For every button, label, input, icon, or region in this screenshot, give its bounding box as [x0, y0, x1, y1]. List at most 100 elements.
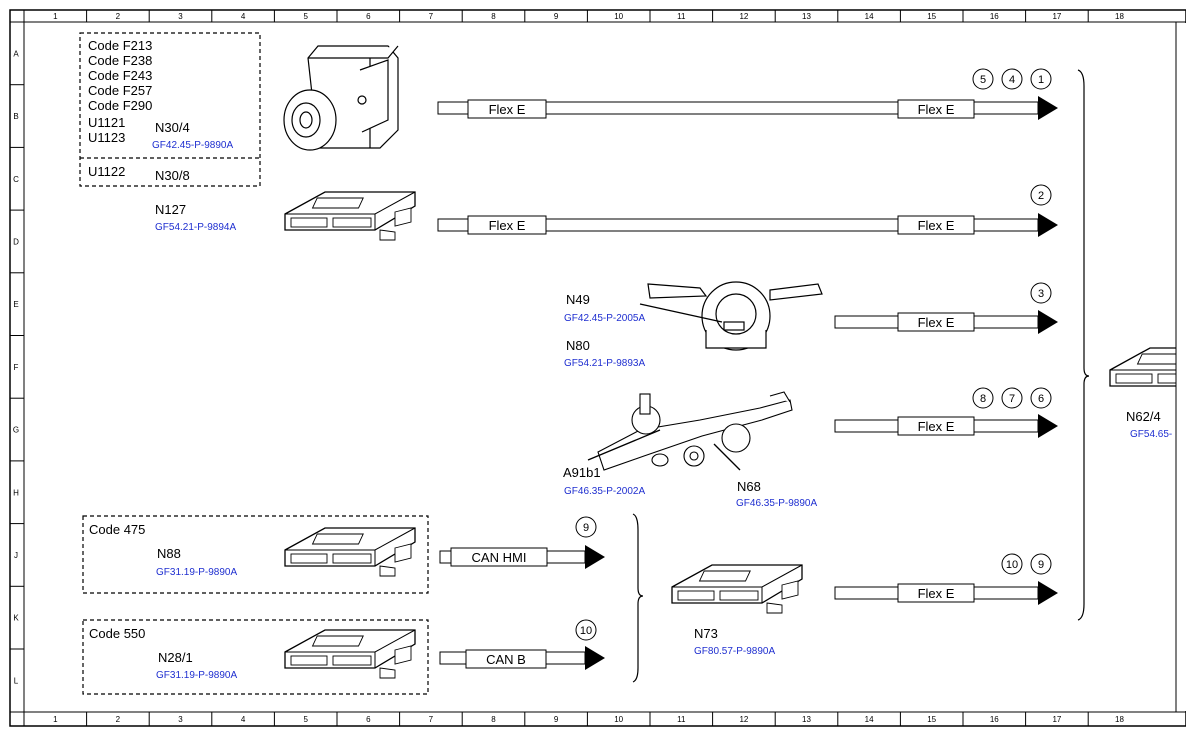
- grid-column-label: 1: [53, 12, 58, 21]
- a91b1-label: A91b1: [563, 465, 601, 480]
- bracket: [632, 513, 644, 683]
- grid-column-label: 15: [927, 12, 936, 21]
- n88-ref-link[interactable]: GF31.19-P-9890A: [156, 567, 237, 578]
- u1123-label: U1123: [88, 130, 125, 145]
- marker-circle: [575, 516, 597, 538]
- n80-label: N80: [566, 338, 590, 353]
- steering-gear-image: [597, 391, 793, 471]
- grid-row-label: J: [14, 551, 18, 560]
- marker-circle: [1030, 68, 1052, 90]
- marker-number: 7: [1009, 393, 1015, 405]
- code-550-label: Code 550: [89, 626, 145, 641]
- grid-column-label: 6: [366, 715, 371, 724]
- grid-column-label: 5: [303, 12, 308, 21]
- n28-1-label: N28/1: [158, 650, 193, 665]
- marker-circle: [972, 387, 994, 409]
- grid-column-label: 16: [990, 12, 999, 21]
- grid-column-label: 12: [739, 12, 748, 21]
- grid-column-label: 3: [178, 12, 183, 21]
- marker-number: 9: [1038, 559, 1044, 571]
- grid-column-label: 7: [429, 12, 434, 21]
- marker-number: 2: [1038, 190, 1044, 202]
- n49-label: N49: [566, 292, 590, 307]
- marker-number: 3: [1038, 288, 1044, 300]
- n62-4-ecu-image: [1109, 347, 1186, 397]
- n68-label: N68: [737, 479, 761, 494]
- n28-1-ecu-image: [284, 629, 416, 679]
- n68-ref-link[interactable]: GF46.35-P-9890A: [736, 498, 817, 509]
- u1121-label: U1121: [88, 115, 125, 130]
- grid-column-label: 7: [429, 715, 434, 724]
- flex-e-connection-3: Flex E: [834, 310, 1058, 334]
- code-f213: Code F213: [88, 38, 152, 53]
- can-b-connection: CAN B: [439, 646, 605, 670]
- marker-circle: [972, 68, 994, 90]
- grid-column-label: 18: [1115, 12, 1124, 21]
- a91b1-ref-link[interactable]: GF46.35-P-2002A: [564, 486, 645, 497]
- grid-row-label: K: [13, 614, 19, 623]
- marker-circle: [1030, 282, 1052, 304]
- grid-column-label: 2: [116, 12, 121, 21]
- flex-e-connection-4: Flex E: [834, 414, 1058, 438]
- flex-e-label: Flex E: [489, 218, 526, 233]
- flex-e-connection-5: Flex E: [834, 581, 1058, 605]
- steering-column-switch-image: [647, 281, 823, 351]
- grid-column-label: 15: [927, 715, 936, 724]
- grid-column-label: 9: [554, 715, 559, 724]
- code-f238: Code F238: [88, 53, 152, 68]
- grid-ticks: [10, 10, 1089, 726]
- n30-4-label: N30/4: [155, 120, 190, 135]
- flex-e-label: Flex E: [489, 102, 526, 117]
- n73-ecu-image: [671, 564, 803, 614]
- grid-column-label: 2: [116, 715, 121, 724]
- grid-column-labels: 1122334455667788991010111112121313141415…: [53, 12, 1124, 724]
- n62-4-ref-link[interactable]: GF54.65-: [1130, 429, 1172, 440]
- grid-column-label: 3: [178, 715, 183, 724]
- marker-number: 8: [980, 393, 986, 405]
- marker-number: 10: [1006, 559, 1018, 571]
- marker-number: 5: [980, 74, 986, 86]
- n127-label: N127: [155, 202, 186, 217]
- grid-column-label: 14: [865, 12, 874, 21]
- abs-unit-image: [283, 45, 399, 151]
- can-b-label: CAN B: [486, 652, 526, 667]
- grid-row-label: F: [14, 363, 19, 372]
- flex-e-label: Flex E: [918, 218, 955, 233]
- grid-column-label: 10: [614, 715, 623, 724]
- grid-column-label: 18: [1115, 715, 1124, 724]
- marker-number: 4: [1009, 74, 1015, 86]
- code-550-box: [82, 619, 429, 695]
- marker-circle: [1001, 387, 1023, 409]
- code-475-box: [82, 515, 429, 594]
- code-f290: Code F290: [88, 98, 152, 113]
- marker-circle: [1030, 553, 1052, 575]
- grid-column-label: 8: [491, 12, 496, 21]
- grid-row-label: H: [13, 488, 19, 497]
- code-group-box: [79, 32, 261, 187]
- code-475-label: Code 475: [89, 522, 145, 537]
- flex-e-label: Flex E: [918, 102, 955, 117]
- marker-circle: [1030, 184, 1052, 206]
- flex-e-connection-2: Flex E Flex E: [437, 213, 1058, 237]
- n73-ref-link[interactable]: GF80.57-P-9890A: [694, 646, 775, 657]
- n80-ref-link[interactable]: GF54.21-P-9893A: [564, 358, 645, 369]
- flex-e-label: Flex E: [918, 419, 955, 434]
- grid-column-label: 11: [677, 12, 686, 21]
- n127-ref-link[interactable]: GF54.21-P-9894A: [155, 222, 236, 233]
- flex-e-connection-1: Flex E Flex E: [437, 96, 1058, 120]
- can-hmi-connection: CAN HMI: [439, 545, 605, 569]
- grid-column-label: 6: [366, 12, 371, 21]
- grid-row-label: A: [13, 49, 19, 58]
- grid-column-label: 17: [1052, 12, 1061, 21]
- n28-1-ref-link[interactable]: GF31.19-P-9890A: [156, 670, 237, 681]
- grid-column-label: 9: [554, 12, 559, 21]
- grid-column-label: 10: [614, 12, 623, 21]
- grid-row-label: C: [13, 175, 19, 184]
- n30-4-ref-link[interactable]: GF42.45-P-9890A: [152, 140, 233, 151]
- grid-column-label: 11: [677, 715, 686, 724]
- can-hmi-label: CAN HMI: [472, 550, 527, 565]
- n49-ref-link[interactable]: GF42.45-P-2005A: [564, 313, 645, 324]
- marker-circle: [1001, 68, 1023, 90]
- marker-number: 10: [580, 625, 592, 637]
